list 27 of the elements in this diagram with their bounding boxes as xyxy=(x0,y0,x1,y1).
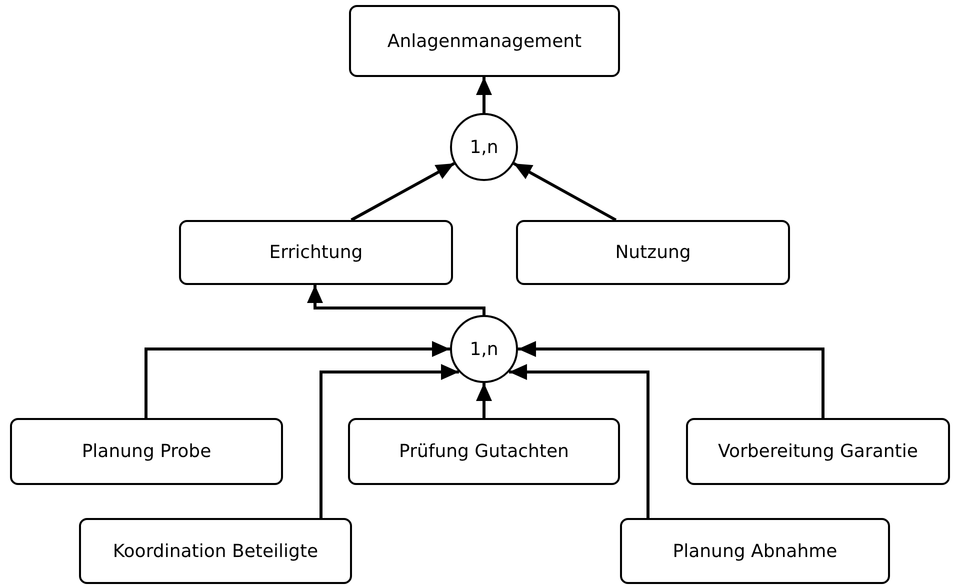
node-label: Errichtung xyxy=(269,242,363,263)
arrow xyxy=(307,285,486,315)
arrow xyxy=(144,341,450,418)
process-box xyxy=(686,418,950,485)
node-label: Nutzung xyxy=(615,242,691,263)
node-label: Anlagenmanagement xyxy=(387,30,582,52)
process-box xyxy=(179,220,453,285)
arrow xyxy=(350,162,455,222)
process-box xyxy=(349,5,620,77)
process-box xyxy=(10,418,283,485)
node-label: Koordination Beteiligte xyxy=(112,540,318,562)
arrow xyxy=(476,77,492,113)
node-label: Vorbereitung Garantie xyxy=(718,441,918,462)
node-label: Prüfung Gutachten xyxy=(399,441,569,462)
cardinality-label: 1,n xyxy=(470,338,498,360)
arrow xyxy=(320,364,459,518)
node-label: Planung Abnahme xyxy=(672,540,838,562)
arrow xyxy=(513,162,617,222)
cardinality-label: 1,n xyxy=(470,136,498,158)
arrow xyxy=(476,383,492,418)
process-box xyxy=(348,418,620,485)
arrow xyxy=(518,341,824,418)
process-box xyxy=(516,220,790,285)
process-box xyxy=(620,518,890,584)
arrow xyxy=(509,364,650,518)
process-box xyxy=(79,518,352,584)
node-label: Planung Probe xyxy=(82,441,212,462)
